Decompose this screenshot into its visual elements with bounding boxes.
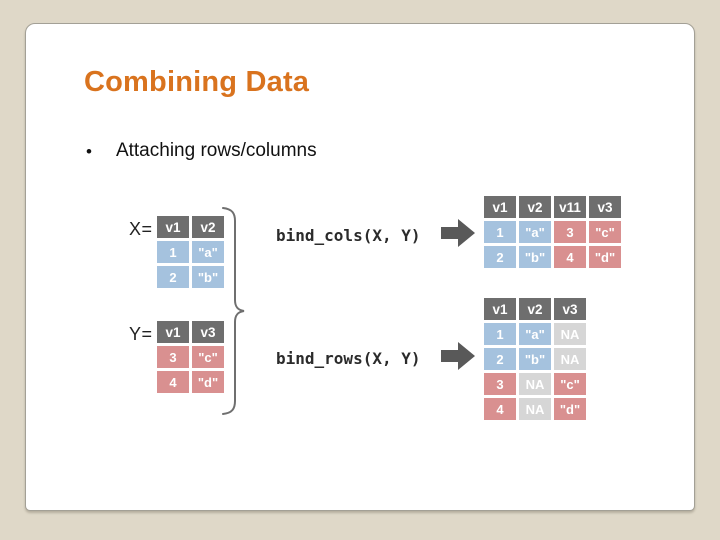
grouping-brace-icon: [222, 207, 245, 415]
bullet-icon: •: [86, 142, 92, 161]
table-cell: 3: [484, 373, 516, 395]
table-cell: 2: [484, 246, 516, 268]
bind-cols-code: bind_cols(X, Y): [276, 226, 421, 245]
table-cell: "d": [554, 398, 586, 420]
table-cell: 1: [484, 323, 516, 345]
table-cell: 2: [157, 266, 189, 288]
x-dataframe-label: X=: [129, 219, 153, 239]
column-header: v1: [157, 321, 189, 343]
column-header: v2: [519, 298, 551, 320]
table-cell: "d": [589, 246, 621, 268]
table-cell: 3: [157, 346, 189, 368]
column-header: v3: [554, 298, 586, 320]
slide: Combining Data • Attaching rows/columns …: [25, 23, 695, 511]
table-cell: NA: [554, 348, 586, 370]
table-cell: "c": [554, 373, 586, 395]
y-dataframe-label: Y=: [129, 324, 153, 344]
column-header: v1: [157, 216, 189, 238]
table-cell: "a": [519, 221, 551, 243]
table-cell: NA: [519, 373, 551, 395]
column-header: v1: [484, 298, 516, 320]
column-header: v11: [554, 196, 586, 218]
table-cell: "a": [519, 323, 551, 345]
table-cell: 1: [157, 241, 189, 263]
table-cell: "b": [519, 348, 551, 370]
table-cell: "b": [519, 246, 551, 268]
table-cell: NA: [519, 398, 551, 420]
right-arrow-icon: [441, 219, 475, 247]
table-cell: "a": [192, 241, 224, 263]
bullet-text: Attaching rows/columns: [115, 140, 317, 161]
table-cell: "c": [192, 346, 224, 368]
column-header: v3: [589, 196, 621, 218]
column-header: v2: [519, 196, 551, 218]
bind-rows-code: bind_rows(X, Y): [276, 349, 421, 368]
table-cell: 4: [554, 246, 586, 268]
table-cell: 4: [157, 371, 189, 393]
bullet-item: • Attaching rows/columns: [86, 140, 317, 164]
column-header: v1: [484, 196, 516, 218]
table-cell: 1: [484, 221, 516, 243]
table-cell: "c": [589, 221, 621, 243]
right-arrow-icon: [441, 342, 475, 370]
page-title: Combining Data: [84, 66, 310, 98]
table-cell: "b": [192, 266, 224, 288]
column-header: v2: [192, 216, 224, 238]
table-cell: 3: [554, 221, 586, 243]
table-cell: 4: [484, 398, 516, 420]
table-cell: NA: [554, 323, 586, 345]
table-cell: 2: [484, 348, 516, 370]
column-header: v3: [192, 321, 224, 343]
table-cell: "d": [192, 371, 224, 393]
